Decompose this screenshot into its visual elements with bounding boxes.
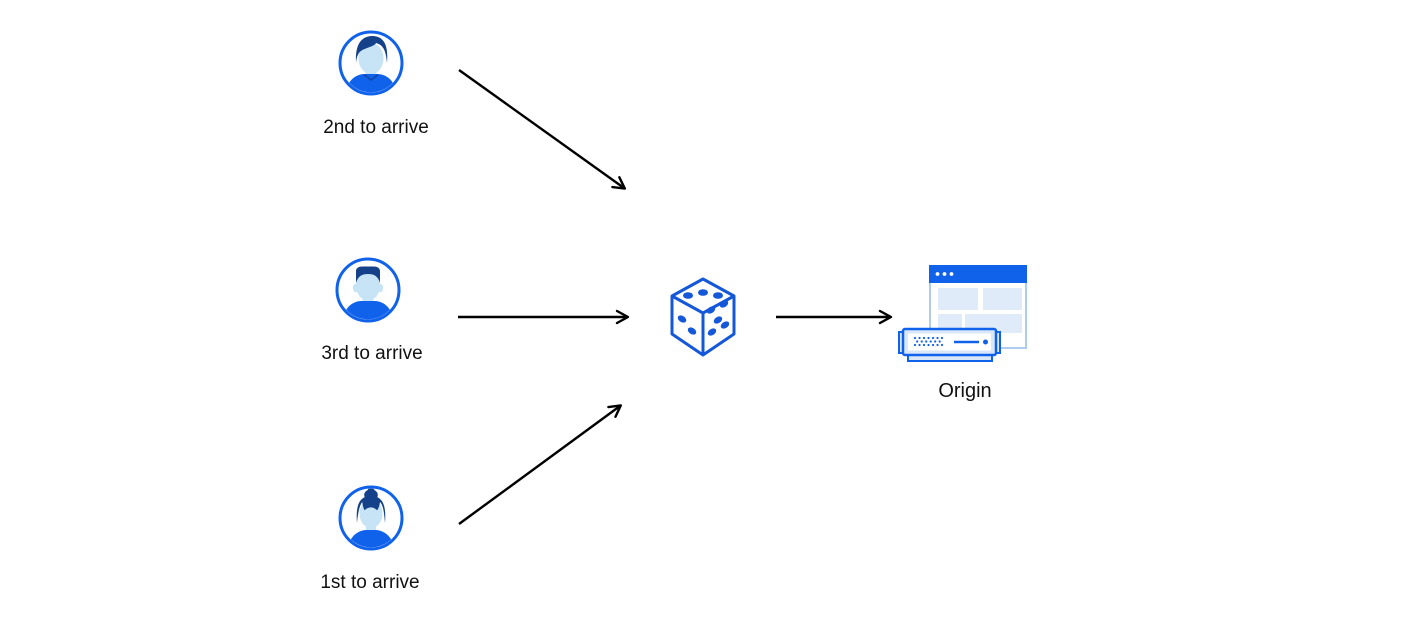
arrow-visitor2-to-dice: [458, 69, 627, 190]
visitor-first-label: 1st to arrive: [320, 572, 420, 593]
origin-label: Origin: [938, 380, 992, 402]
origin-server-icon: [898, 265, 1027, 362]
arrow-visitor1-to-dice: [458, 404, 623, 525]
server-icon: [898, 327, 1001, 362]
male-avatar-icon: [335, 257, 401, 323]
visitor-second-label: 2nd to arrive: [323, 117, 429, 138]
female-avatar-icon: [338, 485, 404, 551]
visitor-third-label: 3rd to arrive: [321, 343, 423, 364]
dice-icon: [670, 277, 736, 357]
male-avatar-icon: [338, 30, 404, 96]
